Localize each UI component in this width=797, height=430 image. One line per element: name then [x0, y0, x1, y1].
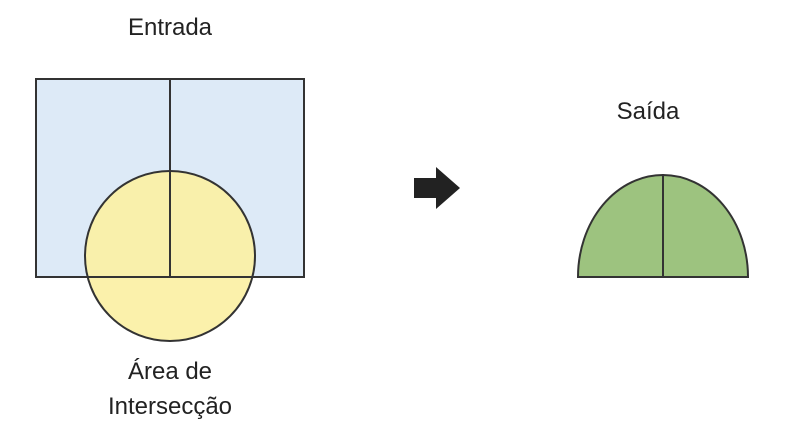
output-polygons	[576, 173, 750, 278]
output-polygon-right	[662, 173, 750, 278]
intersection-area	[84, 170, 256, 342]
right-arrow-icon	[414, 167, 460, 209]
input-title: Entrada	[128, 14, 213, 41]
output-polygon-left	[576, 173, 664, 278]
intersection-label-line2: Intersecção	[108, 393, 232, 420]
output-title: Saída	[617, 98, 680, 125]
intersection-label-line1: Área de	[128, 358, 212, 385]
